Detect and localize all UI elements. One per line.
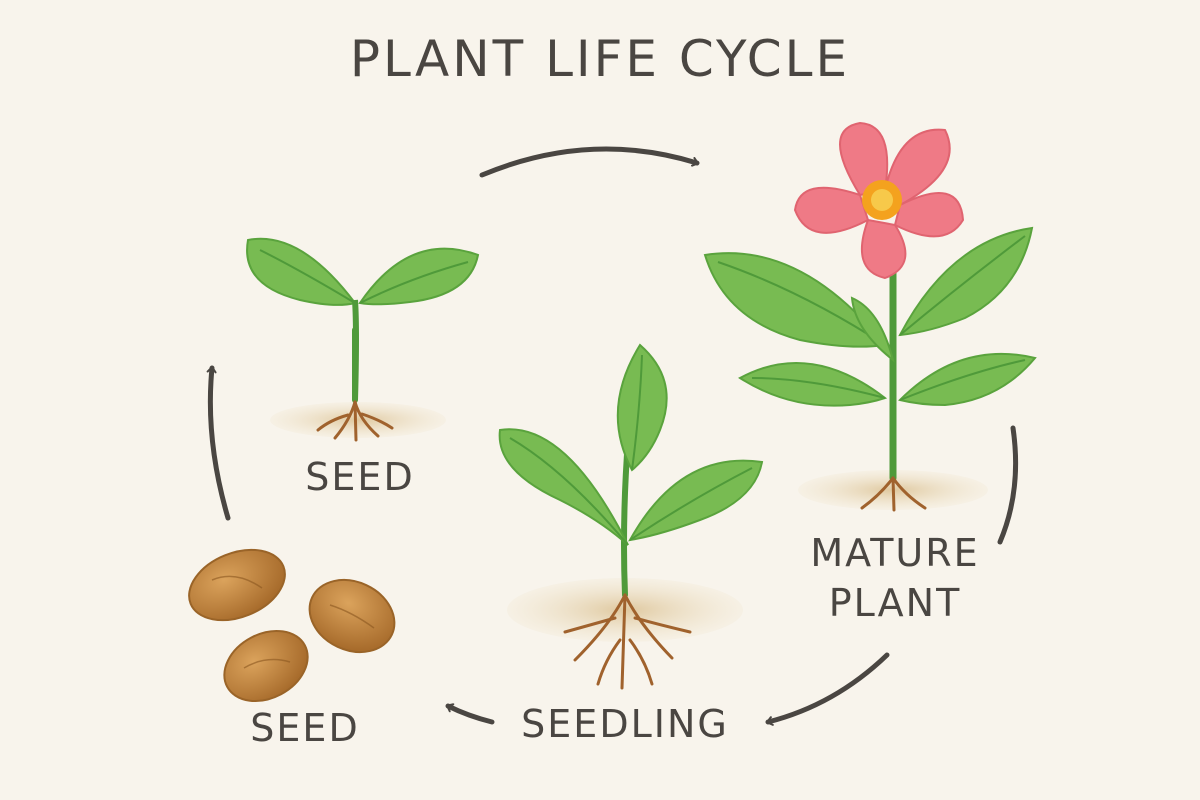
arrow-icon	[765, 652, 890, 726]
stage-label-seed-bottom: SEED	[250, 706, 360, 750]
stage-label-seedling: SEEDLING	[521, 702, 729, 746]
arrow-icon	[445, 703, 495, 725]
stage-label-mature-line2: PLANT	[828, 581, 962, 625]
flower-icon	[793, 121, 965, 280]
arrow-icon	[997, 425, 1019, 545]
stage-label-mature-line1: MATURE	[810, 531, 980, 575]
arrow-icon	[479, 146, 700, 178]
page-title: PLANT LIFE CYCLE	[349, 30, 851, 88]
young-plant-icon	[498, 343, 764, 690]
stage-label-seed-top: SEED	[305, 455, 415, 499]
flowering-plant-icon	[703, 121, 1037, 512]
arrow-icon	[206, 365, 231, 521]
stage-label-mature-plant: MATURE PLANT	[770, 528, 1020, 628]
seeds-icon	[188, 548, 396, 703]
cycle-arrows	[206, 146, 1019, 726]
sprout-icon	[246, 237, 480, 442]
